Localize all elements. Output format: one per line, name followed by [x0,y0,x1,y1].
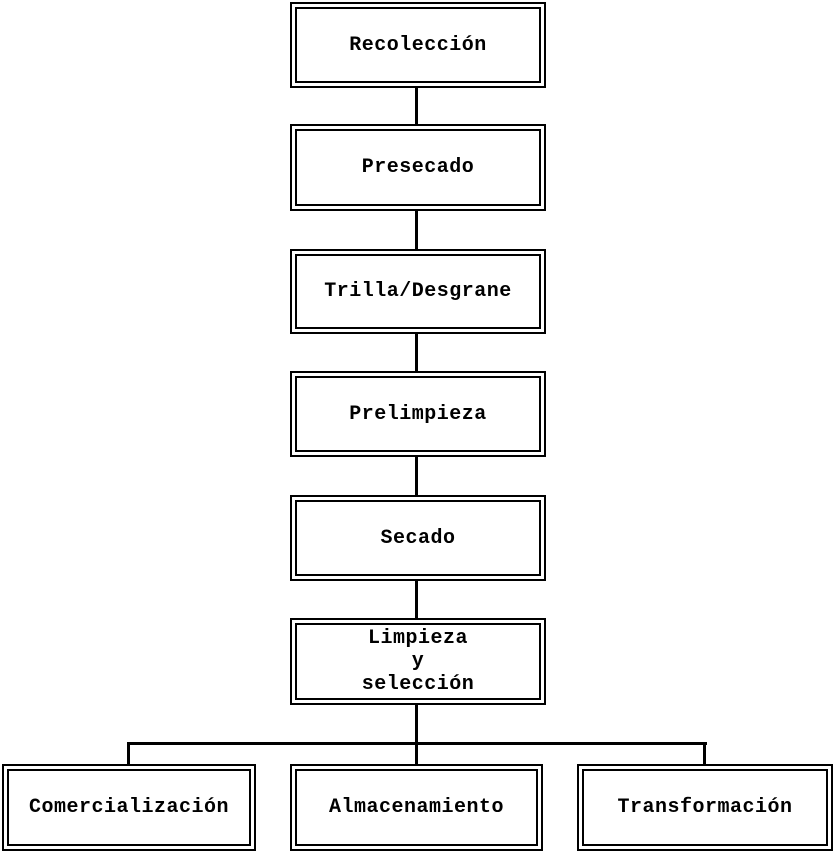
connector-recoleccion-presecado [415,88,418,124]
flow-node-almacenamiento: Almacenamiento [290,764,543,851]
flow-node-label: Presecado [361,156,475,179]
flow-node-inner-border: Limpieza y selección [295,623,541,700]
flow-node-inner-border: Prelimpieza [295,376,541,452]
connector-secado-limpieza [415,581,418,618]
flow-node-inner-border: Presecado [295,129,541,206]
connector-prelimpieza-secado [415,457,418,495]
flow-node-label: Secado [380,526,456,550]
flow-node-prelimpieza: Prelimpieza [290,371,546,457]
flow-node-inner-border: Comercialización [7,769,251,846]
connector-presecado-trilla [415,211,418,249]
flow-node-limpieza-seleccion: Limpieza y selección [290,618,546,705]
flow-node-label: Trilla/Desgrane [324,280,512,303]
connector-drop-comercializacion [127,742,130,764]
connector-branch-horizontal [127,742,707,745]
flow-node-recoleccion: Recolección [290,2,546,88]
flow-node-trilla-desgrane: Trilla/Desgrane [290,249,546,334]
connector-drop-transformacion [703,742,706,764]
flow-node-label: Almacenamiento [328,796,505,819]
connector-trilla-prelimpieza [415,334,418,371]
flow-node-label: Transformación [617,796,793,819]
flow-node-label: Recolección [349,33,487,57]
flow-node-comercializacion: Comercialización [2,764,256,851]
flow-node-inner-border: Transformación [582,769,828,846]
flow-node-inner-border: Recolección [295,7,541,83]
flow-node-secado: Secado [290,495,546,581]
flow-node-label: Comercialización [28,796,230,819]
flow-node-inner-border: Almacenamiento [295,769,538,846]
flow-node-label: Prelimpieza [349,402,487,426]
flow-node-transformacion: Transformación [577,764,833,851]
flow-node-inner-border: Trilla/Desgrane [295,254,541,329]
connector-limpieza-almacenamiento [415,705,418,764]
flow-node-inner-border: Secado [295,500,541,576]
flow-node-presecado: Presecado [290,124,546,211]
flow-node-label: Limpieza y selección [361,627,475,696]
